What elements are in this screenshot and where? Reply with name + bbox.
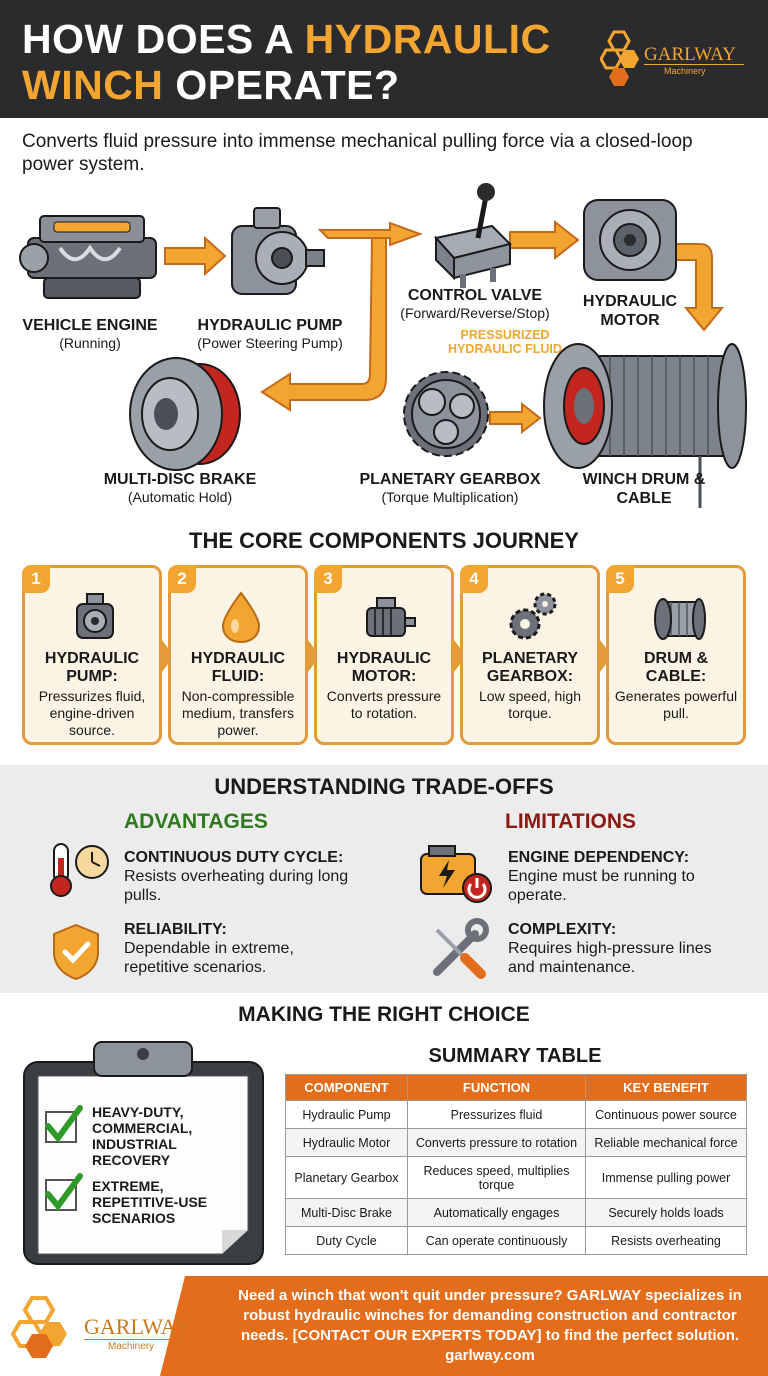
engine-icon <box>19 215 157 299</box>
footer-brand-logo[interactable]: GARLWAY Machinery <box>10 1296 190 1360</box>
table-row: Multi-Disc Brake Automatically engages S… <box>285 1198 747 1227</box>
winch-drum-icon <box>543 343 747 508</box>
engine-power-icon <box>420 845 492 903</box>
clipboard-checklist <box>22 1040 265 1266</box>
table-header-row: Component Function Key Benefit <box>285 1074 747 1101</box>
table-row: Duty Cycle Can operate continuously Resi… <box>285 1226 747 1255</box>
intro-text: Converts fluid pressure into immense mec… <box>22 131 693 175</box>
pump-icon <box>76 593 114 639</box>
flow-arrows <box>164 219 725 435</box>
advantage-duty-cycle: Continuous Duty Cycle: Resists overheati… <box>124 849 349 904</box>
thermometer-clock-icon <box>50 843 109 897</box>
pressure-label: Pressurized Hydraulic Fluid <box>448 328 562 356</box>
table-row: Hydraulic Motor Converts pressure to rot… <box>285 1128 747 1157</box>
journey-card-1: 1 Hydraulic Pump: Pressurizes fluid, eng… <box>22 565 162 745</box>
cta-text[interactable]: Need a winch that won't quit under press… <box>238 1287 742 1344</box>
choice-title: Making the Right Choice <box>238 1003 530 1026</box>
control-valve-icon <box>434 183 512 288</box>
hexagon-logo-icon <box>599 30 639 86</box>
summary-table-title: Summary Table <box>428 1045 602 1067</box>
advantages-title: Advantages <box>124 810 268 833</box>
brand-name: GARLWAY <box>84 1314 191 1339</box>
shield-check-icon <box>53 923 99 981</box>
valve-caption: Control Valve (Forward/Reverse/Stop) <box>400 287 550 321</box>
arrow-pump-to-valve <box>317 221 423 247</box>
hydraulic-motor-icon <box>583 199 677 281</box>
journey-title: The Core Components Journey <box>189 528 579 553</box>
brand-tagline: Machinery <box>108 1341 155 1352</box>
journey-card-4: 4 Planetary Gearbox: Low speed, high tor… <box>460 565 600 745</box>
limitations-title: Limitations <box>505 810 637 833</box>
summary-table: Component Function Key Benefit Hydraulic… <box>285 1074 747 1255</box>
arrow-gearbox-to-drum <box>489 401 542 435</box>
multi-disc-brake-icon <box>129 357 241 471</box>
footer-cta: Need a winch that won't quit under press… <box>225 1286 755 1366</box>
motor-icon <box>366 597 416 637</box>
brand-name: GARLWAY <box>644 44 736 65</box>
journey-card-5: 5 Drum & Cable: Generates powerful pull. <box>606 565 746 745</box>
check-item-heavy-duty: Heavy-duty, commercial, industrial recov… <box>92 1104 193 1168</box>
arrow-valve-to-motor <box>509 219 580 261</box>
motor-caption: Hydraulic Motor <box>582 293 678 329</box>
website-link[interactable]: garlway.com <box>445 1347 535 1364</box>
wrench-screwdriver-icon <box>433 918 489 979</box>
arrow-return-to-brake <box>260 237 387 412</box>
hydraulic-pump-icon <box>231 207 325 295</box>
clipboard-icon <box>23 1041 264 1265</box>
brand-logo[interactable]: GARLWAY Machinery <box>599 30 750 88</box>
footer-banner: Need a winch that won't quit under press… <box>0 1276 768 1376</box>
brake-caption: Multi-Disc Brake (Automatic Hold) <box>103 471 257 505</box>
check-item-extreme-use: Extreme, repetitive-use scenarios <box>92 1178 208 1226</box>
advantage-reliability: Reliability: Dependable in extreme, repe… <box>124 921 294 976</box>
journey-card-2: 2 Hydraulic Fluid: Non-compressible medi… <box>168 565 308 745</box>
engine-caption: Vehicle Engine (Running) <box>22 317 158 351</box>
journey-card-3: 3 Hydraulic Motor: Converts pressure to … <box>314 565 454 745</box>
brand-tagline: Machinery <box>664 66 706 76</box>
pump-caption: Hydraulic Pump (Power Steering Pump) <box>197 317 343 351</box>
planetary-gearbox-icon <box>403 371 489 457</box>
table-row: Planetary Gearbox Reduces speed, multipl… <box>285 1156 747 1199</box>
gearbox-caption: Planetary Gearbox (Torque Multiplication… <box>359 471 541 505</box>
drum-caption: Winch Drum & Cable <box>582 471 706 507</box>
operation-flow-diagram: Vehicle Engine (Running) Hydraulic Pump … <box>0 178 768 508</box>
flow-graphics <box>19 183 747 508</box>
limitation-engine-dependency: Engine Dependency: Engine must be runnin… <box>508 849 695 904</box>
gears-icon <box>509 592 557 640</box>
arrow-engine-to-pump <box>164 235 227 277</box>
table-row: Hydraulic Pump Pressurizes fluid Continu… <box>285 1100 747 1129</box>
fluid-drop-icon <box>221 591 261 644</box>
tradeoffs-title: Understanding Trade-offs <box>214 774 554 799</box>
tradeoffs-section <box>0 765 768 993</box>
hexagon-logo-icon <box>10 1296 67 1358</box>
cable-spool-icon <box>654 598 706 640</box>
arrow-motor-to-drum <box>675 243 725 332</box>
limitation-complexity: Complexity: Requires high-pressure lines… <box>508 921 712 976</box>
